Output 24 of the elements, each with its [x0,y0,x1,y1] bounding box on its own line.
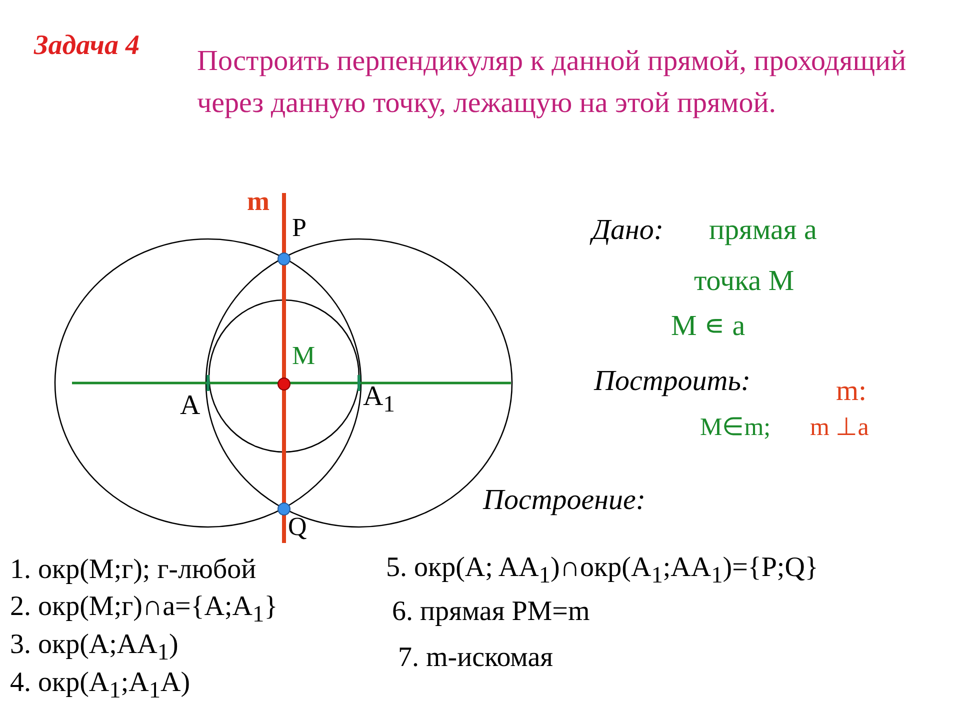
point-label: M [292,341,316,371]
task-title: Задача 4 [34,30,140,62]
construction-step: 5. окр(A; AA$_{1}$)∩окр(A$_{1}$;AA$_{1}$)={P;Q} [386,552,818,590]
point-label: P [292,213,306,243]
task-heading: Построить: [594,365,751,398]
given-text: точка М [694,265,794,298]
construction-step: 1. окр(М;г); г-любой [10,554,256,586]
given-text: М ∊ а [671,310,746,344]
construction-step: 7. m-искомая [398,642,553,674]
task-text: M∈m; [700,414,771,443]
construction-step: 4. окр(A$_{1}$;A$_{1}$A) [10,667,190,704]
task-text: m: [836,375,867,408]
construction-step: 2. окр(М;г)∩а={A;A$_{1}$} [10,591,278,628]
construction-step: 6. прямая PM=m [392,596,590,628]
task-text: m ⊥a [810,414,869,443]
given-text: прямая а [709,214,817,248]
point-label: A$_{1}$ [363,381,395,418]
problem-statement: Построить перпендикуляр к данной прямой, проходящий через данную точку, лежащую на этой прямой. [197,44,908,122]
point-label: Q [288,512,307,542]
construction-step: 3. окр(A;AA$_{1}$) [10,629,178,666]
point-label: A [180,390,200,422]
construction-heading: Построение: [483,484,646,518]
given-heading: Дано: [592,214,664,248]
line-label: m [247,186,270,218]
